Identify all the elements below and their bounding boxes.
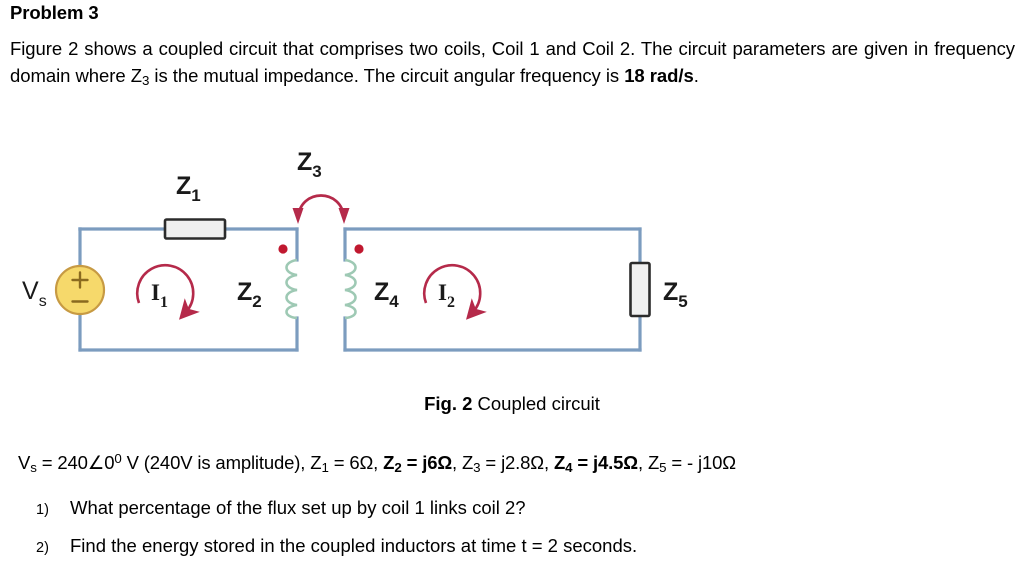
figure-caption-text: Coupled circuit: [477, 393, 600, 414]
label-z1-sub: 1: [191, 186, 200, 205]
label-vs-sub: s: [39, 293, 47, 310]
label-z3: Z3: [297, 148, 322, 181]
label-z1: Z1: [176, 172, 201, 205]
label-z5-main: Z: [663, 278, 678, 306]
circuit-figure: Vs Z1 Z5 Z2: [0, 140, 1024, 390]
label-i2-main: I: [438, 280, 447, 305]
component-z1: [163, 218, 227, 240]
label-z3-sub: 3: [312, 162, 321, 181]
label-z4-sub: 4: [389, 292, 399, 311]
label-i1: I1: [151, 280, 168, 311]
label-z4-main: Z: [374, 278, 389, 306]
dot-marker-coil2: [354, 244, 364, 254]
label-z5-sub: 5: [678, 292, 687, 311]
label-i1-main: I: [151, 280, 160, 305]
mesh-current-i1: [135, 263, 200, 320]
page-title: Problem 3: [10, 2, 99, 23]
description-text: Figure 2 shows a coupled circuit that co…: [10, 38, 1015, 88]
label-z2: Z2: [237, 278, 262, 311]
question-text: Find the energy stored in the coupled in…: [70, 535, 638, 556]
question-number: 1): [36, 502, 49, 518]
label-vs-main: V: [22, 277, 39, 305]
coil-2-z4: [344, 258, 357, 320]
question-number: 2): [36, 540, 49, 556]
figure-caption: Fig. 2 Coupled circuit: [0, 393, 1024, 415]
question-text: What percentage of the flux set up by co…: [70, 497, 526, 518]
problem-description: Figure 2 shows a coupled circuit that co…: [10, 36, 1015, 94]
coil-1-windings: [285, 258, 298, 320]
i1-arc-arrow: [135, 263, 200, 320]
z3-arrow-right: [338, 208, 350, 224]
component-z5: [629, 261, 651, 318]
label-z3-main: Z: [297, 148, 312, 176]
question-item: 2) Find the energy stored in the coupled…: [36, 534, 996, 560]
label-vs: Vs: [22, 277, 47, 310]
figure-caption-label: Fig. 2: [424, 393, 473, 414]
label-i1-sub: 1: [160, 294, 168, 311]
label-z4: Z4: [374, 278, 399, 311]
voltage-source: [54, 264, 106, 316]
coil-1-z2: [285, 258, 298, 320]
label-z5: Z5: [663, 278, 688, 311]
questions-list: 1) What percentage of the flux set up by…: [36, 496, 996, 572]
left-loop-wires: [78, 227, 299, 352]
i2-arc-arrow: [422, 263, 487, 320]
circuit-diagram-svg: Vs Z1 Z5 Z2: [22, 148, 688, 352]
dot-marker-coil1: [278, 244, 288, 254]
z3-arrow-left: [292, 208, 304, 224]
label-i2: I2: [438, 280, 455, 311]
parameter-values-line: Vs = 240∠00 V (240V is amplitude), Z1 = …: [18, 447, 1013, 480]
label-i2-sub: 2: [447, 294, 455, 311]
coil-2-windings: [344, 258, 357, 320]
z5-body: [629, 261, 651, 318]
mesh-current-i2: [422, 263, 487, 320]
label-z2-main: Z: [237, 278, 252, 306]
right-loop-wires: [343, 227, 642, 352]
z3-arc: [296, 194, 346, 219]
mutual-coupling-z3: [292, 194, 350, 224]
label-z2-sub: 2: [252, 292, 261, 311]
voltage-source-circle: [54, 264, 106, 316]
question-item: 1) What percentage of the flux set up by…: [36, 496, 996, 522]
source-plus-icon: [71, 271, 89, 289]
z1-body: [163, 218, 227, 240]
parameter-values-text: Vs = 240∠00 V (240V is amplitude), Z1 = …: [18, 451, 736, 475]
label-z1-main: Z: [176, 172, 191, 200]
